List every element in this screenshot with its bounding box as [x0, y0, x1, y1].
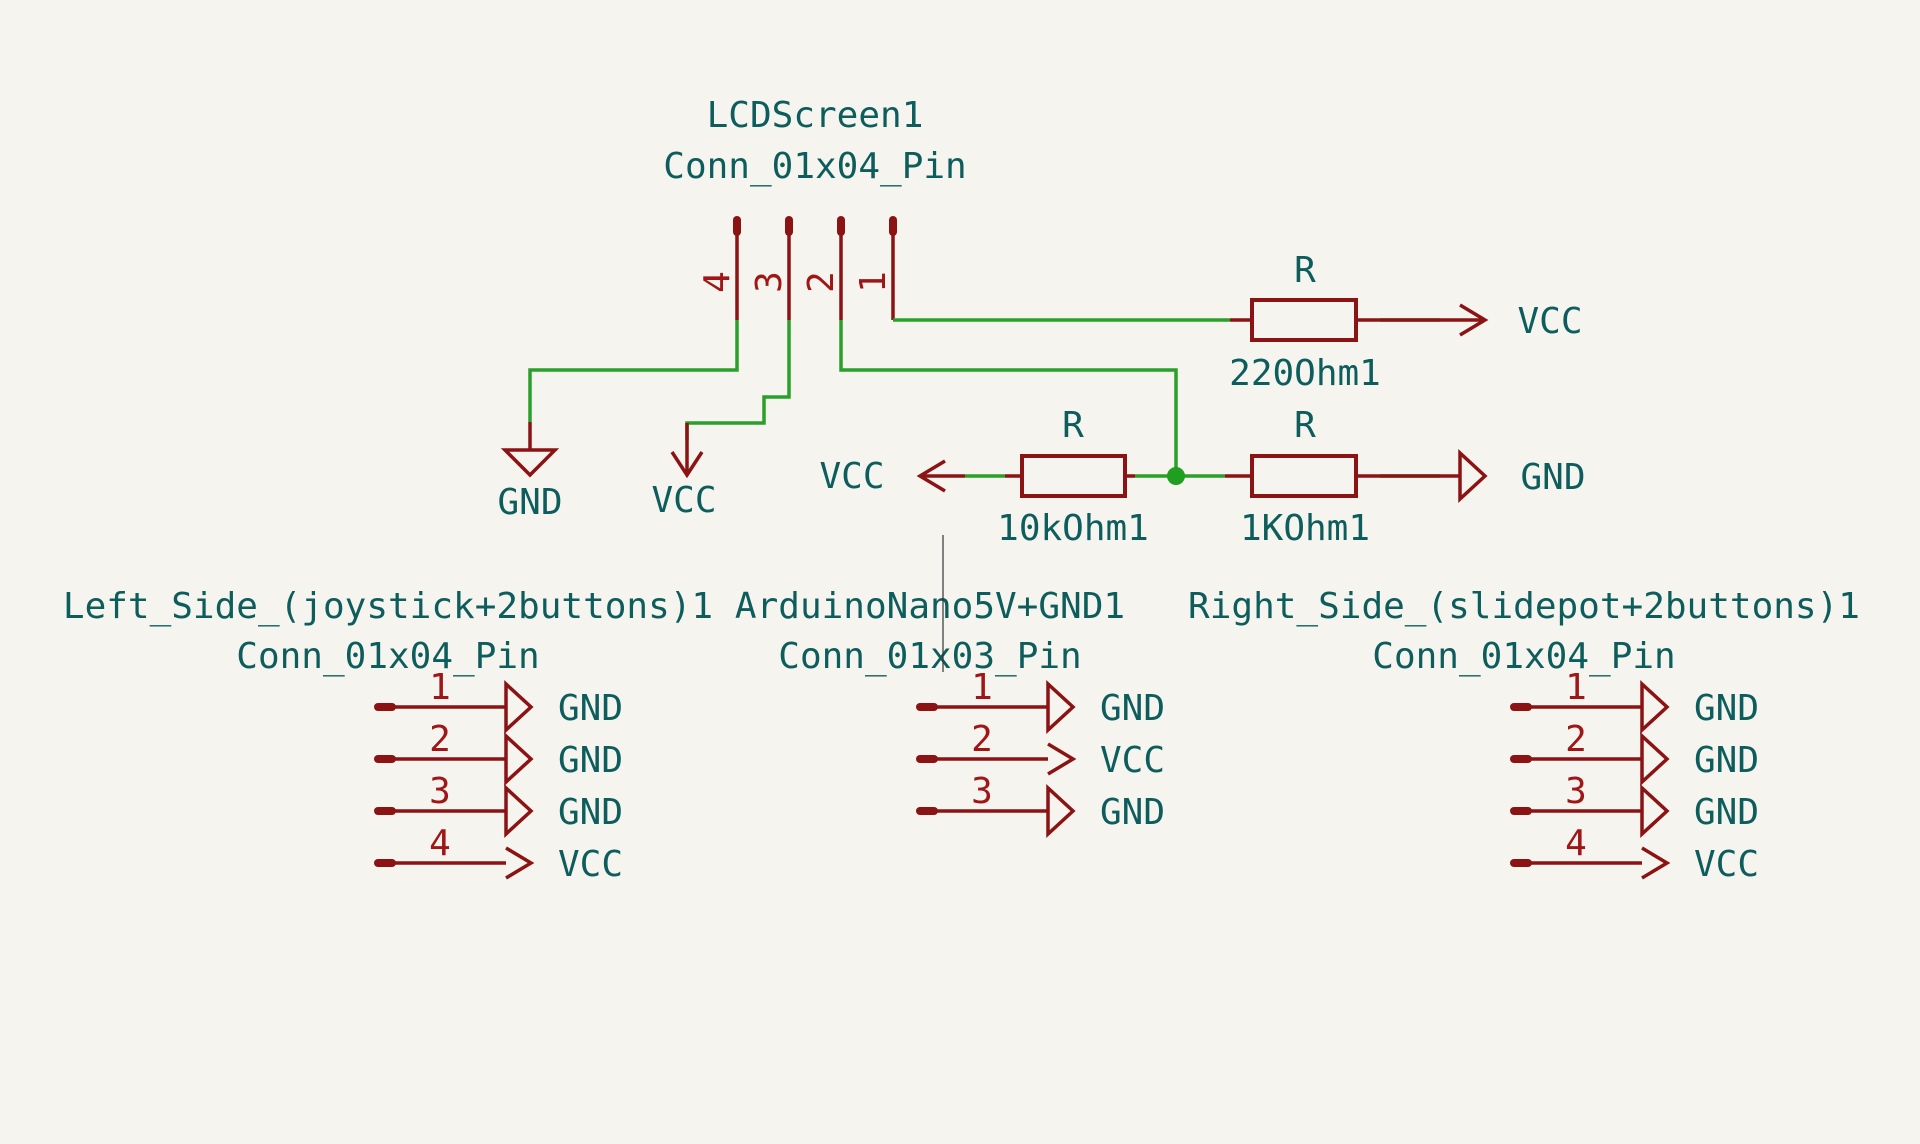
lcd-ref-label: LCDScreen1	[707, 95, 924, 136]
vcc-mid-label: VCC	[819, 456, 884, 497]
power-vcc-mid[interactable]: VCC	[819, 456, 965, 497]
power-gnd-left[interactable]: GND	[497, 422, 563, 523]
left-conn-net-label: GND	[558, 688, 623, 729]
right-conn-pin-number: 2	[1565, 719, 1587, 760]
left-conn-net-label: GND	[558, 792, 623, 833]
vcc-arrow-icon	[505, 846, 535, 880]
right-conn-net-label: GND	[1694, 688, 1759, 729]
r1k-value-label: 1KOhm1	[1240, 508, 1370, 549]
right-conn-net-label: GND	[1694, 740, 1759, 781]
r10k-body	[1020, 454, 1127, 498]
lcd-connector[interactable]: LCDScreen1 Conn_01x04_Pin 4 3 2 1	[663, 95, 967, 320]
right-conn-pin-number: 3	[1565, 771, 1587, 812]
gnd-symbol-icon	[1458, 449, 1488, 503]
gnd-symbol-icon	[1046, 784, 1076, 838]
mid-conn-pin-number: 3	[971, 771, 993, 812]
r1k-body	[1250, 454, 1358, 498]
r10k-ref-label: R	[1062, 405, 1084, 446]
r220-ref-label: R	[1294, 250, 1316, 291]
r220-body	[1250, 298, 1358, 342]
mid-conn-net-label: GND	[1100, 792, 1165, 833]
vcc-arrow-icon	[1641, 846, 1671, 880]
power-vcc-left[interactable]: VCC	[651, 423, 717, 521]
lcd-pin-2-number: 2	[801, 271, 842, 293]
lcd-pin-3-number: 3	[749, 271, 790, 293]
wire-lcd2-junction[interactable]	[839, 320, 1178, 476]
wire-lcd4-gnd[interactable]	[528, 320, 739, 422]
mid-conn-ref-label: ArduinoNano5V+GND1	[735, 586, 1125, 627]
r1k-ref-label: R	[1294, 405, 1316, 446]
mid-conn-net-label: VCC	[1100, 740, 1165, 781]
power-gnd-mid-right[interactable]: GND	[1380, 449, 1586, 503]
lcd-pin-1-number: 1	[853, 271, 894, 293]
gnd-symbol-icon	[504, 784, 534, 838]
right-conn-value-label: Conn_01x04_Pin	[1372, 636, 1675, 677]
left-conn-pin-number: 2	[429, 719, 451, 760]
resistor-220ohm[interactable]: R 220Ohm1	[1229, 250, 1381, 394]
left-conn-net-label: GND	[558, 740, 623, 781]
right-side-connector[interactable]: Right_Side_(slidepot+2buttons)1 Conn_01x…	[1188, 586, 1860, 885]
vcc-left-label: VCC	[651, 480, 716, 521]
left-side-connector[interactable]: Left_Side_(joystick+2buttons)1 Conn_01x0…	[63, 586, 713, 885]
vcc-arrow-icon	[916, 459, 946, 493]
resistor-10kohm[interactable]: R 10kOhm1	[997, 405, 1149, 549]
gnd-symbol-icon	[500, 448, 560, 478]
mid-conn-net-label: GND	[1100, 688, 1165, 729]
gnd-symbol-icon	[1640, 784, 1670, 838]
right-conn-net-label: GND	[1694, 792, 1759, 833]
wires	[528, 318, 1440, 485]
right-conn-pin-number: 4	[1565, 823, 1587, 864]
gnd-symbol-icon	[1640, 680, 1670, 734]
lcd-pin-4-number: 4	[697, 271, 738, 293]
left-conn-pin-number: 1	[429, 667, 451, 708]
gnd-symbol-icon	[504, 680, 534, 734]
gnd-symbol-icon	[1640, 732, 1670, 786]
lcd-value-label: Conn_01x04_Pin	[663, 146, 966, 187]
mid-conn-pin-number: 2	[971, 719, 993, 760]
right-conn-ref-label: Right_Side_(slidepot+2buttons)1	[1188, 586, 1860, 627]
right-conn-pin-number: 1	[1565, 667, 1587, 708]
gnd-symbol-icon	[1046, 680, 1076, 734]
r10k-value-label: 10kOhm1	[997, 508, 1149, 549]
right-conn-net-label: VCC	[1694, 844, 1759, 885]
r220-value-label: 220Ohm1	[1229, 353, 1381, 394]
mid-conn-pin-number: 1	[971, 667, 993, 708]
junction-dot[interactable]	[1167, 467, 1185, 485]
mid-conn-value-label: Conn_01x03_Pin	[778, 636, 1081, 677]
vcc-top-right-label: VCC	[1517, 301, 1582, 342]
left-conn-pin-number: 4	[429, 823, 451, 864]
resistor-1kohm[interactable]: R 1KOhm1	[1225, 405, 1380, 549]
vcc-arrow-icon	[1047, 742, 1077, 776]
left-conn-value-label: Conn_01x04_Pin	[236, 636, 539, 677]
left-conn-pin-number: 3	[429, 771, 451, 812]
left-conn-net-label: VCC	[558, 844, 623, 885]
left-conn-ref-label: Left_Side_(joystick+2buttons)1	[63, 586, 713, 627]
gnd-left-label: GND	[497, 482, 562, 523]
vcc-arrow-icon	[670, 451, 704, 479]
gnd-mid-right-label: GND	[1520, 457, 1585, 498]
vcc-arrow-icon	[1459, 303, 1489, 337]
gnd-symbol-icon	[504, 732, 534, 786]
power-vcc-top-right[interactable]: VCC	[1380, 301, 1583, 342]
